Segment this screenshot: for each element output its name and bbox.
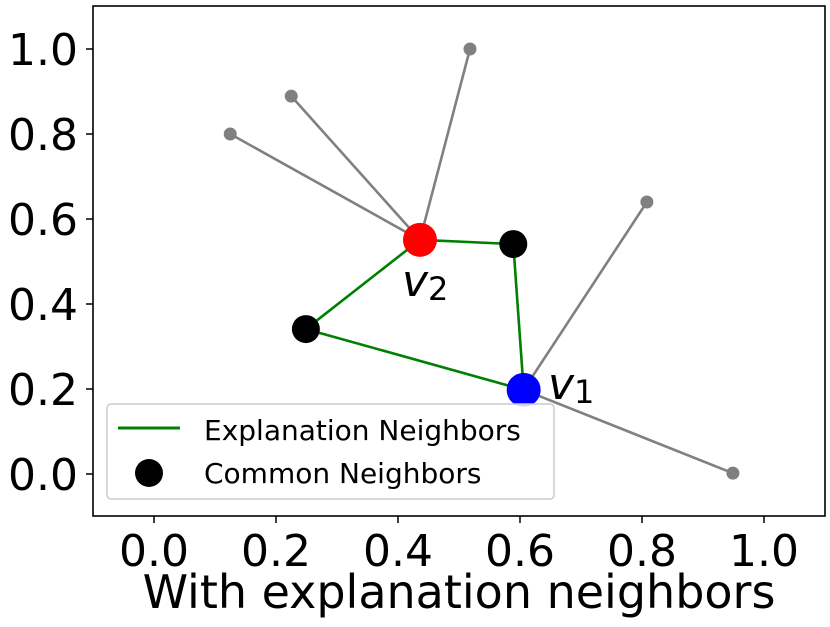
graph-edge (511, 243, 525, 390)
graph-node-v1 (506, 372, 541, 407)
legend: Explanation Neighbors Common Neighbors (106, 403, 555, 500)
x-tick-label: 0.4 (363, 526, 433, 577)
y-tick-label: 0.4 (8, 280, 78, 331)
graph-edge (229, 132, 421, 241)
x-tick-label: 0.0 (119, 526, 189, 577)
graph-edge (290, 95, 421, 241)
x-axis-label: With explanation neighbors (143, 565, 776, 619)
graph-edge (522, 201, 648, 391)
legend-marker-icon (135, 459, 163, 487)
y-tick-label: 0.2 (8, 365, 78, 416)
graph-node-g2 (284, 89, 298, 103)
y-axis-ticks: 0.0 0.2 0.4 0.6 0.8 1.0 (8, 25, 93, 501)
v1-label: v1 (548, 359, 594, 411)
y-tick-label: 0.0 (8, 450, 78, 501)
graph-edge (305, 327, 525, 392)
graph-node-g1 (223, 127, 237, 141)
legend-box (106, 403, 555, 500)
x-tick-label: 0.8 (607, 526, 677, 577)
v2-label: v2 (402, 256, 448, 308)
node-labels: v2 v1 (402, 256, 594, 411)
graph-node-v2 (402, 222, 437, 257)
graph-node-g5 (726, 466, 740, 480)
legend-label-explanation: Explanation Neighbors (204, 414, 521, 447)
graph-edge (418, 48, 472, 241)
y-tick-label: 1.0 (8, 25, 78, 76)
graph-node-c2 (291, 315, 320, 344)
graph-edge (523, 388, 734, 475)
graph-nodes (223, 42, 740, 480)
legend-label-common: Common Neighbors (204, 457, 481, 490)
y-tick-label: 0.6 (8, 195, 78, 246)
x-tick-label: 0.6 (485, 526, 555, 577)
graph-edge (305, 238, 421, 331)
x-tick-label: 1.0 (729, 526, 799, 577)
x-axis-ticks: 0.0 0.2 0.4 0.6 0.8 1.0 (119, 516, 799, 577)
graph-node-g3 (463, 42, 477, 56)
graph-node-g4 (640, 195, 654, 209)
y-tick-label: 0.8 (8, 110, 78, 161)
graph-node-c1 (499, 230, 528, 259)
x-tick-label: 0.2 (241, 526, 311, 577)
